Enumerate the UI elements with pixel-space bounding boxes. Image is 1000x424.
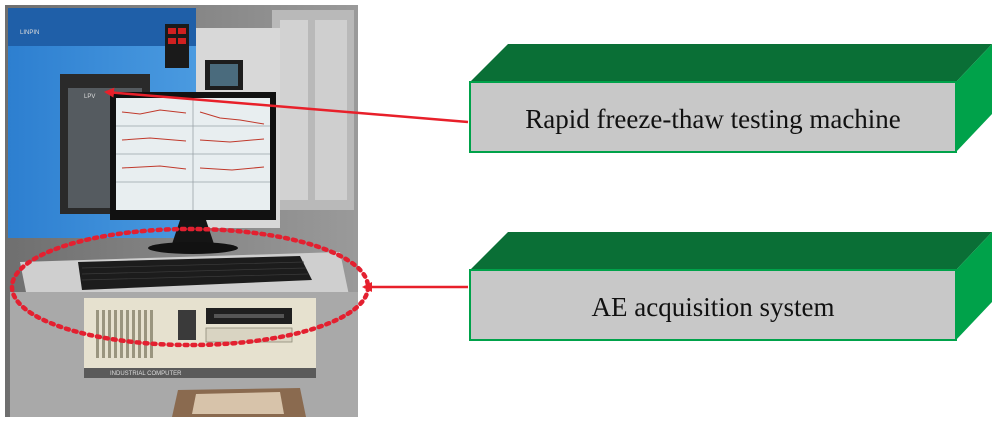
computer-badge: INDUSTRIAL COMPUTER [110,371,182,377]
label-ae-acquisition: AE acquisition system [592,292,835,322]
label-box-ae-acquisition: AE acquisition system [469,232,992,341]
lab-photo: LINPIN LPV [5,5,358,417]
label-box-freeze-thaw-machine: Rapid freeze-thaw testing machine [469,44,992,153]
chamber-brand: LINPIN [20,30,39,36]
chamber-screen-label: LPV [84,94,95,100]
arrow-to-freeze-thaw-machine [104,87,469,124]
monitor [110,92,276,254]
label-freeze-thaw-machine: Rapid freeze-thaw testing machine [525,104,901,134]
keyboard [78,256,312,290]
